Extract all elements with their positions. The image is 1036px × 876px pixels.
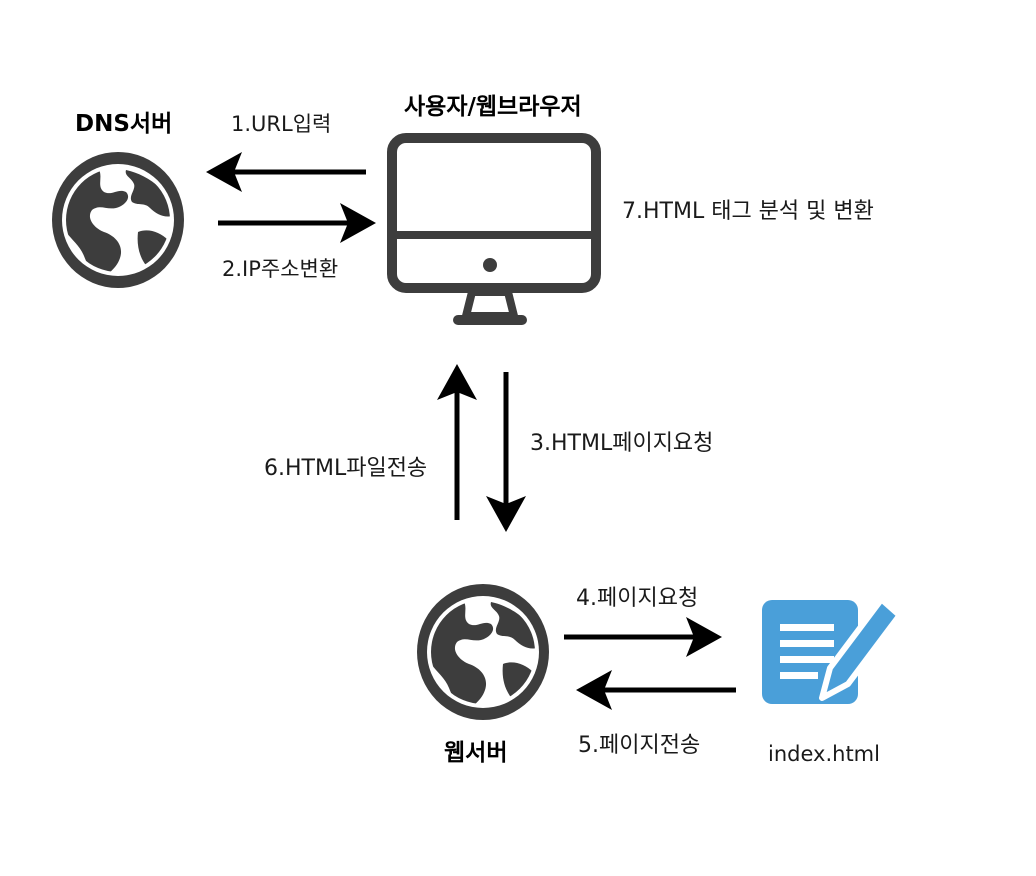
step-5-label: 5.페이지전송: [578, 733, 701, 758]
arrow-page-transfer: [576, 670, 736, 710]
monitor-icon: [387, 133, 601, 325]
step-6-label: 6.HTML파일전송: [264, 456, 428, 481]
arrow-ip-conversion: [218, 203, 376, 243]
step-2-label: 2.IP주소변환: [222, 257, 339, 281]
dns-server-label: DNS서버: [75, 111, 173, 137]
web-server-globe-icon: [417, 584, 549, 720]
arrow-page-request: [564, 617, 722, 657]
html-file-label: index.html: [768, 742, 880, 766]
document-edit-icon: [762, 593, 905, 704]
step-7-label: 7.HTML 태그 분석 및 변환: [622, 199, 874, 224]
user-browser-label: 사용자/웹브라우저: [404, 94, 582, 120]
step-3-label: 3.HTML페이지요청: [530, 431, 714, 456]
step-1-label: 1.URL입력: [231, 112, 332, 136]
step-4-label: 4.페이지요청: [576, 586, 699, 611]
web-server-label: 웹서버: [444, 740, 508, 766]
arrow-html-page-request: [486, 372, 526, 532]
arrow-html-file-transfer: [437, 364, 477, 520]
dns-server-globe-icon: [52, 152, 184, 288]
arrow-url-input: [206, 152, 366, 192]
